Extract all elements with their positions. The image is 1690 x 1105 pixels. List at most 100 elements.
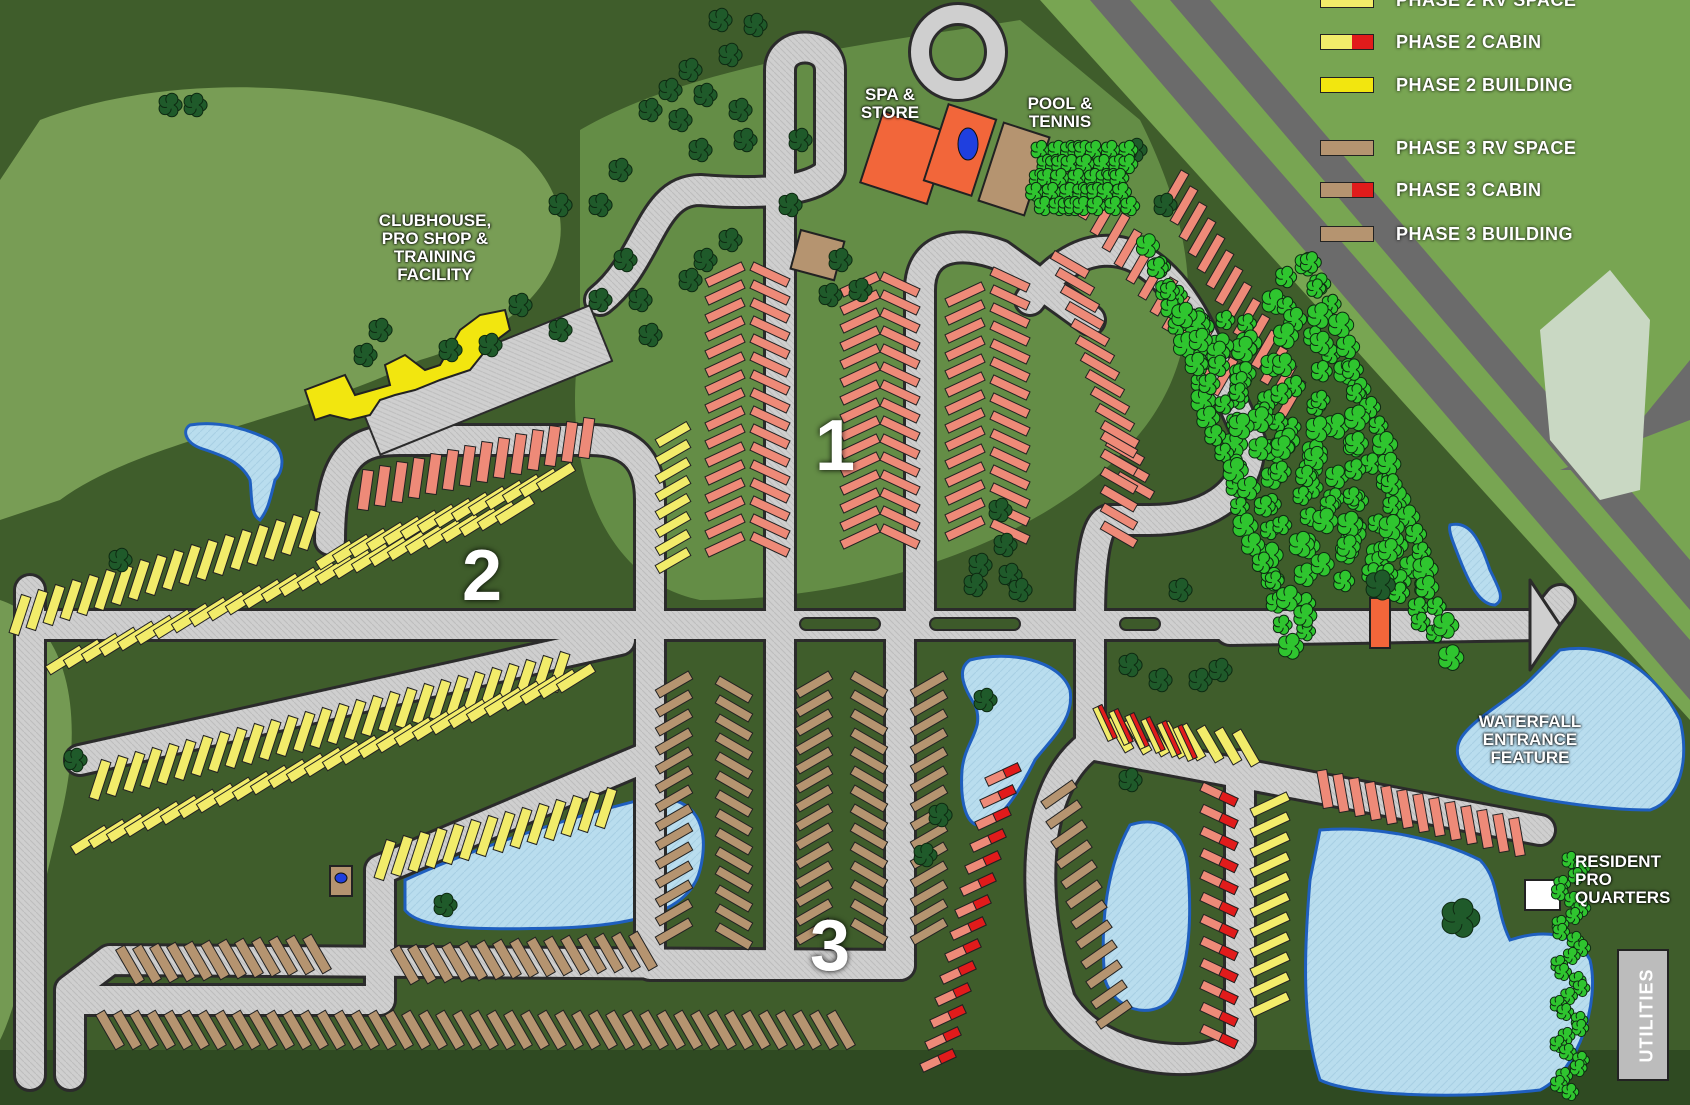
phase-3-rv-space [451, 1009, 483, 1051]
phase-3-rv-space [654, 860, 694, 889]
phase-2-number: 2 [462, 536, 503, 616]
cul-de-sac-north-fill [911, 5, 1005, 99]
phase-3-rv-space [1316, 768, 1334, 810]
phase-3-rv-space [638, 1009, 670, 1051]
phase-3-rv-space [909, 898, 949, 927]
phase-1-rv-space [839, 505, 881, 532]
phase-1-rv-space [1059, 283, 1101, 314]
phase-3-rv-space [593, 932, 625, 974]
phase-3-rv-space [182, 940, 214, 982]
tree [1275, 265, 1298, 289]
tree [63, 747, 88, 773]
phase-3-rv-space [1412, 792, 1430, 834]
cabin-unit [957, 960, 977, 977]
phase-3-rv-space [909, 765, 949, 794]
legend-swatch-phase3-building [1320, 226, 1374, 242]
tree [1135, 233, 1160, 258]
phase-1-rv-space [1074, 334, 1116, 365]
phase-3-rv-space [740, 1009, 772, 1051]
phase-3-rv-space [284, 934, 316, 976]
phase-1-rv-space [749, 405, 791, 432]
tree [848, 277, 873, 303]
spa-store-label: SPA & STORE [860, 85, 920, 122]
tree [608, 157, 633, 183]
tree [158, 92, 183, 118]
phase-1-rv-space [944, 353, 986, 380]
tree [1184, 351, 1209, 377]
phase-1-rv-space [1054, 266, 1096, 297]
median-1 [799, 617, 881, 631]
tree [728, 97, 753, 123]
cabin-unit [1218, 790, 1239, 808]
ponds [184, 422, 1686, 1097]
phase-2-rv-space [475, 814, 499, 858]
phase-3-rv-space [233, 937, 265, 979]
phase-3-rv-space [179, 1009, 211, 1051]
phase-3-rv-space [714, 675, 754, 704]
phase-2-rv-space [59, 578, 83, 622]
tree [588, 287, 613, 313]
phase-2-rv-space [458, 818, 482, 862]
phase-2-rv-space [654, 420, 692, 449]
phase-2-rv-space [1213, 726, 1243, 766]
phase-2-rv-space [88, 758, 112, 802]
phase-3-rv-space [1050, 819, 1088, 850]
tree [1292, 485, 1313, 506]
tree [1153, 192, 1178, 218]
tree [1118, 153, 1139, 175]
phase-1-rv-space [989, 302, 1031, 329]
phase-2-rv-space [654, 492, 692, 521]
phase-3-rv-space [131, 943, 163, 985]
phase-1-rv-space [879, 469, 921, 496]
legend-item-phase3-rv: PHASE 3 RV SPACE [1320, 136, 1576, 160]
phase-3-rv-space [1332, 772, 1350, 814]
phase-2-rv-space [8, 593, 32, 637]
phase-1-rv-space [944, 479, 986, 506]
tree [1196, 405, 1221, 431]
phase-1-rv-space [441, 448, 460, 492]
phase-3-rv-space [349, 1009, 381, 1051]
legend-item-phase3-building: PHASE 3 BUILDING [1320, 222, 1573, 246]
phase-1-rv-space [749, 315, 791, 342]
phase-1-rv-space [839, 343, 881, 370]
tree [678, 267, 703, 293]
tree [678, 57, 703, 83]
legend-swatch-phase2-rv [1320, 0, 1374, 8]
phase-2-rv-space [492, 810, 516, 854]
highway-cross-road [1560, 360, 1690, 470]
phase-3-rv-space [440, 941, 472, 983]
clubhouse-label: CLUBHOUSE, PRO SHOP & TRAINING FACILITY [378, 211, 492, 284]
highway-road-2 [1170, 0, 1690, 610]
phase-3-rv-space [714, 732, 754, 761]
tree [108, 547, 133, 573]
phase-1-rv-space [989, 266, 1031, 293]
phase-2-rv-space [1249, 851, 1291, 878]
tree [1561, 1082, 1580, 1102]
cabin-unit [972, 894, 992, 911]
phase-3-rv-space [849, 765, 889, 794]
phase-3-number: 3 [810, 906, 851, 986]
phase-1-rv-space [989, 482, 1031, 509]
tree [718, 42, 743, 68]
tree [1198, 372, 1221, 396]
phase-2-rv-space [297, 508, 321, 552]
tree [1380, 473, 1403, 496]
phase-1-rv-space [704, 369, 746, 396]
phase-3-rv-space [553, 1009, 585, 1051]
tree [718, 227, 743, 253]
phase-2-rv-space [654, 546, 692, 575]
tree [1208, 657, 1233, 683]
phase-3-rv-space [791, 1009, 823, 1051]
tree [1295, 464, 1318, 488]
phase-3-rv-space [794, 917, 834, 946]
tree [1214, 442, 1235, 463]
phase-1-rv-space [989, 446, 1031, 473]
phase-2-rv-space [127, 558, 151, 602]
tree [1303, 445, 1328, 471]
phase-3-rv-space [849, 803, 889, 832]
tree [1171, 301, 1198, 329]
tree [1146, 256, 1169, 280]
tree [1567, 866, 1586, 886]
phase-3-rv-space [1055, 839, 1093, 870]
phase-1-rv-space [944, 281, 986, 308]
